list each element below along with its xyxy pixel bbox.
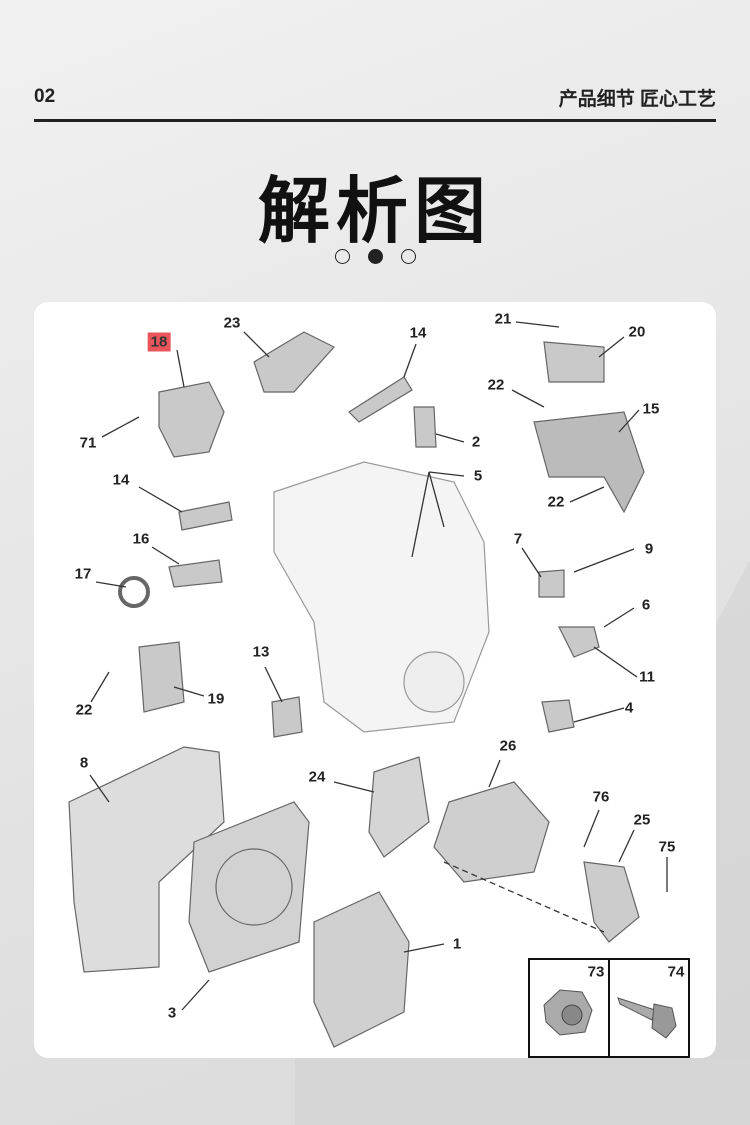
- header-divider: [34, 119, 716, 122]
- callout-label: 16: [132, 530, 150, 548]
- callout-label: 26: [499, 737, 517, 755]
- callout-label: 71: [79, 434, 97, 452]
- part-26-bracket: [433, 781, 550, 883]
- inset-box-nut: 73: [528, 958, 610, 1058]
- part-8-cover: [68, 746, 225, 973]
- page-title: 解析图: [257, 172, 492, 252]
- page-number: 02: [34, 86, 56, 107]
- callout-label: 22: [487, 376, 505, 394]
- callout-label: 22: [75, 701, 93, 719]
- callout-label: 5: [473, 467, 483, 485]
- callout-label: 14: [112, 471, 130, 489]
- callout-label: 18: [147, 332, 171, 352]
- callout-label: 17: [74, 565, 92, 583]
- pager-dot-2-active[interactable]: [367, 249, 383, 264]
- part-14-solenoid-top: [348, 376, 413, 423]
- parts-drawing: [68, 321, 668, 1048]
- callout-label: 21: [494, 310, 512, 328]
- inset-box-screw: 74: [608, 958, 690, 1058]
- pager-dots: [0, 249, 750, 264]
- part-2-valve: [413, 406, 437, 448]
- callout-label: 11: [639, 668, 655, 686]
- callout-label: 23: [223, 314, 241, 332]
- part-20-sensor: [543, 341, 605, 383]
- engine-pulley: [403, 651, 465, 713]
- part-3-cover: [188, 801, 310, 973]
- part-19-bracket: [138, 641, 185, 713]
- pager-dot-3[interactable]: [400, 249, 416, 264]
- callout-label: 6: [641, 596, 651, 614]
- pager-dot-1[interactable]: [334, 249, 350, 264]
- callout-label: 25: [633, 811, 651, 829]
- part-7-mount: [538, 569, 565, 598]
- part-24-module: [368, 756, 430, 858]
- part-16-injector: [168, 559, 223, 588]
- part-13-coil: [271, 696, 303, 738]
- part-17-clamp: [118, 576, 150, 608]
- callout-label: 13: [252, 643, 270, 661]
- part-1-ecu: [313, 891, 410, 1048]
- callout-label: 2: [471, 433, 481, 451]
- self-tapping-screw-icon: [617, 997, 677, 1039]
- callout-label: 3: [167, 1004, 177, 1022]
- slogan: 产品细节 匠心工艺: [558, 89, 716, 110]
- callout-label: 19: [207, 690, 225, 708]
- part-23-heat-shield: [253, 331, 335, 393]
- part-18-thermostat-housing: [158, 381, 225, 458]
- part-25-bracket: [583, 861, 640, 943]
- callout-label: 8: [79, 754, 89, 772]
- part-3-ring: [215, 848, 293, 926]
- flange-nut-icon: [543, 989, 593, 1036]
- inset-label-74: 74: [667, 963, 685, 981]
- callout-label: 15: [642, 400, 660, 418]
- background-band: [295, 1058, 750, 1125]
- callout-label: 20: [628, 323, 646, 341]
- part-15-bracket: [533, 411, 645, 514]
- callout-label: 4: [624, 699, 634, 717]
- callout-label: 24: [308, 768, 326, 786]
- callout-label: 9: [644, 540, 654, 558]
- part-4-sensor: [541, 699, 575, 733]
- part-11-sensor: [558, 626, 600, 658]
- callout-label: 14: [409, 324, 427, 342]
- callout-label: 75: [658, 838, 676, 856]
- callout-label: 22: [547, 493, 565, 511]
- inset-label-73: 73: [587, 963, 605, 981]
- part-14-solenoid-left: [178, 501, 233, 531]
- callout-label: 76: [592, 788, 610, 806]
- callout-label: 1: [452, 935, 462, 953]
- exploded-diagram-panel: 18 23 14 21 20 22 15 71 2 5 22 14 16 7 9…: [34, 302, 716, 1058]
- callout-label: 7: [513, 530, 523, 548]
